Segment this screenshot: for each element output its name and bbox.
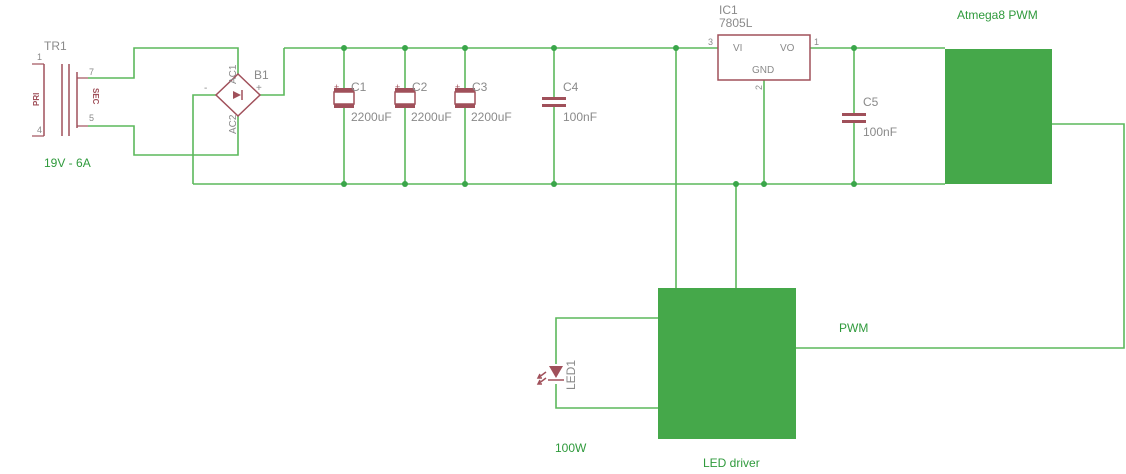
junction-dot [761, 181, 767, 187]
cap-plate [455, 104, 475, 108]
wire-bridge-minus [192, 94, 216, 184]
led-light-arrow [536, 371, 547, 379]
cap-value: 2200uF [351, 110, 392, 124]
capacitor-c5: C5 100nF [842, 95, 897, 139]
cap-ref: C4 [563, 80, 579, 94]
wire-sec-top [88, 47, 239, 79]
cap-value: 100nF [863, 125, 897, 139]
regulator-pin-out: 1 [814, 37, 819, 47]
junction-dot [462, 181, 468, 187]
led-led1: LED1 100W [536, 360, 587, 455]
cap-plate [455, 88, 475, 92]
regulator-gnd-label: GND [752, 65, 774, 76]
cap-ref: C3 [472, 80, 488, 94]
junctions [341, 45, 857, 187]
wire-led-bottom [555, 384, 658, 409]
cap-plate [542, 97, 566, 100]
regulator-pin-gnd: 2 [754, 85, 764, 90]
junction-dot [402, 45, 408, 51]
junction-dot [462, 45, 468, 51]
capacitor-c3: + C3 2200uF [454, 80, 512, 124]
regulator-pin-in: 3 [708, 37, 713, 47]
cap-ref: C2 [412, 80, 428, 94]
cap-body [333, 91, 355, 105]
cap-polarity: + [455, 82, 460, 92]
bridge-ac2-label: AC2 [228, 114, 239, 134]
junction-dot [551, 45, 557, 51]
pin-4-label: 4 [37, 125, 42, 135]
capacitor-c1: + C1 2200uF [333, 80, 392, 124]
cap-plate [842, 113, 866, 116]
bridge-ref: B1 [254, 68, 269, 82]
led-ref: LED1 [564, 360, 578, 390]
primary-label: PRI [32, 93, 41, 106]
transformer-ref: TR1 [44, 39, 67, 53]
pin-5-label: 5 [89, 113, 94, 123]
secondary-label: SEC [91, 88, 100, 105]
cap-ref: C5 [863, 95, 879, 109]
cap-plate [334, 88, 354, 92]
cap-body [454, 91, 476, 105]
regulator-ref: IC1 [719, 3, 738, 17]
wire-bridge-plus [260, 48, 285, 96]
transformer-tr1: TR1 PRI SEC 1 4 7 5 19V - 6A [32, 39, 100, 170]
cap-plate [542, 104, 566, 107]
junction-dot [341, 45, 347, 51]
led-diode-triangle [549, 366, 563, 378]
cap-plate [395, 88, 415, 92]
pwm-module-label: Atmega8 PWM [957, 8, 1038, 22]
cap-plate [395, 104, 415, 108]
cap-polarity: + [395, 82, 400, 92]
led-driver-module: LED driver [658, 288, 796, 470]
led-light-arrow [536, 377, 547, 385]
bridge-ac1-label: AC1 [228, 64, 239, 84]
led-power: 100W [555, 441, 587, 455]
cap-plate [842, 120, 866, 123]
cap-polarity: + [334, 82, 339, 92]
pin-1-label: 1 [37, 52, 42, 62]
bridge-minus-label: - [204, 83, 207, 94]
junction-dot [851, 45, 857, 51]
regulator-part: 7805L [719, 16, 753, 30]
junction-dot [673, 45, 679, 51]
cap-value: 100nF [563, 110, 597, 124]
regulator-ic1: IC1 7805L VI VO GND 3 1 2 [708, 3, 819, 90]
junction-dot [551, 181, 557, 187]
led-driver-block [658, 288, 796, 439]
cap-value: 2200uF [411, 110, 452, 124]
bridge-diode-symbol [233, 91, 241, 99]
atmega8-pwm-module: Atmega8 PWM [945, 8, 1052, 184]
cap-ref: C1 [351, 80, 367, 94]
capacitor-c2: + C2 2200uF [394, 80, 452, 124]
cap-plate [334, 104, 354, 108]
capacitor-c4: C4 100nF [542, 80, 597, 124]
pwm-signal-label: PWM [839, 321, 868, 335]
wires [88, 47, 1125, 409]
bridge-body [214, 72, 262, 118]
wire-led-top [555, 317, 658, 364]
junction-dot [341, 181, 347, 187]
regulator-body [717, 34, 811, 81]
wire-sec-bottom [88, 116, 239, 156]
pwm-module-block [945, 49, 1052, 184]
junction-dot [733, 181, 739, 187]
pin-7-label: 7 [89, 67, 94, 77]
junction-dot [402, 181, 408, 187]
led-driver-label: LED driver [703, 456, 760, 470]
bridge-plus-label: + [256, 83, 262, 94]
transformer-rating: 19V - 6A [44, 156, 91, 170]
junction-dot [851, 181, 857, 187]
cap-value: 2200uF [471, 110, 512, 124]
cap-body [394, 91, 416, 105]
bridge-b1: B1 AC1 AC2 + - [204, 64, 269, 134]
wire-pwm [796, 123, 1125, 349]
regulator-vo-label: VO [780, 43, 795, 54]
regulator-vi-label: VI [733, 43, 742, 54]
